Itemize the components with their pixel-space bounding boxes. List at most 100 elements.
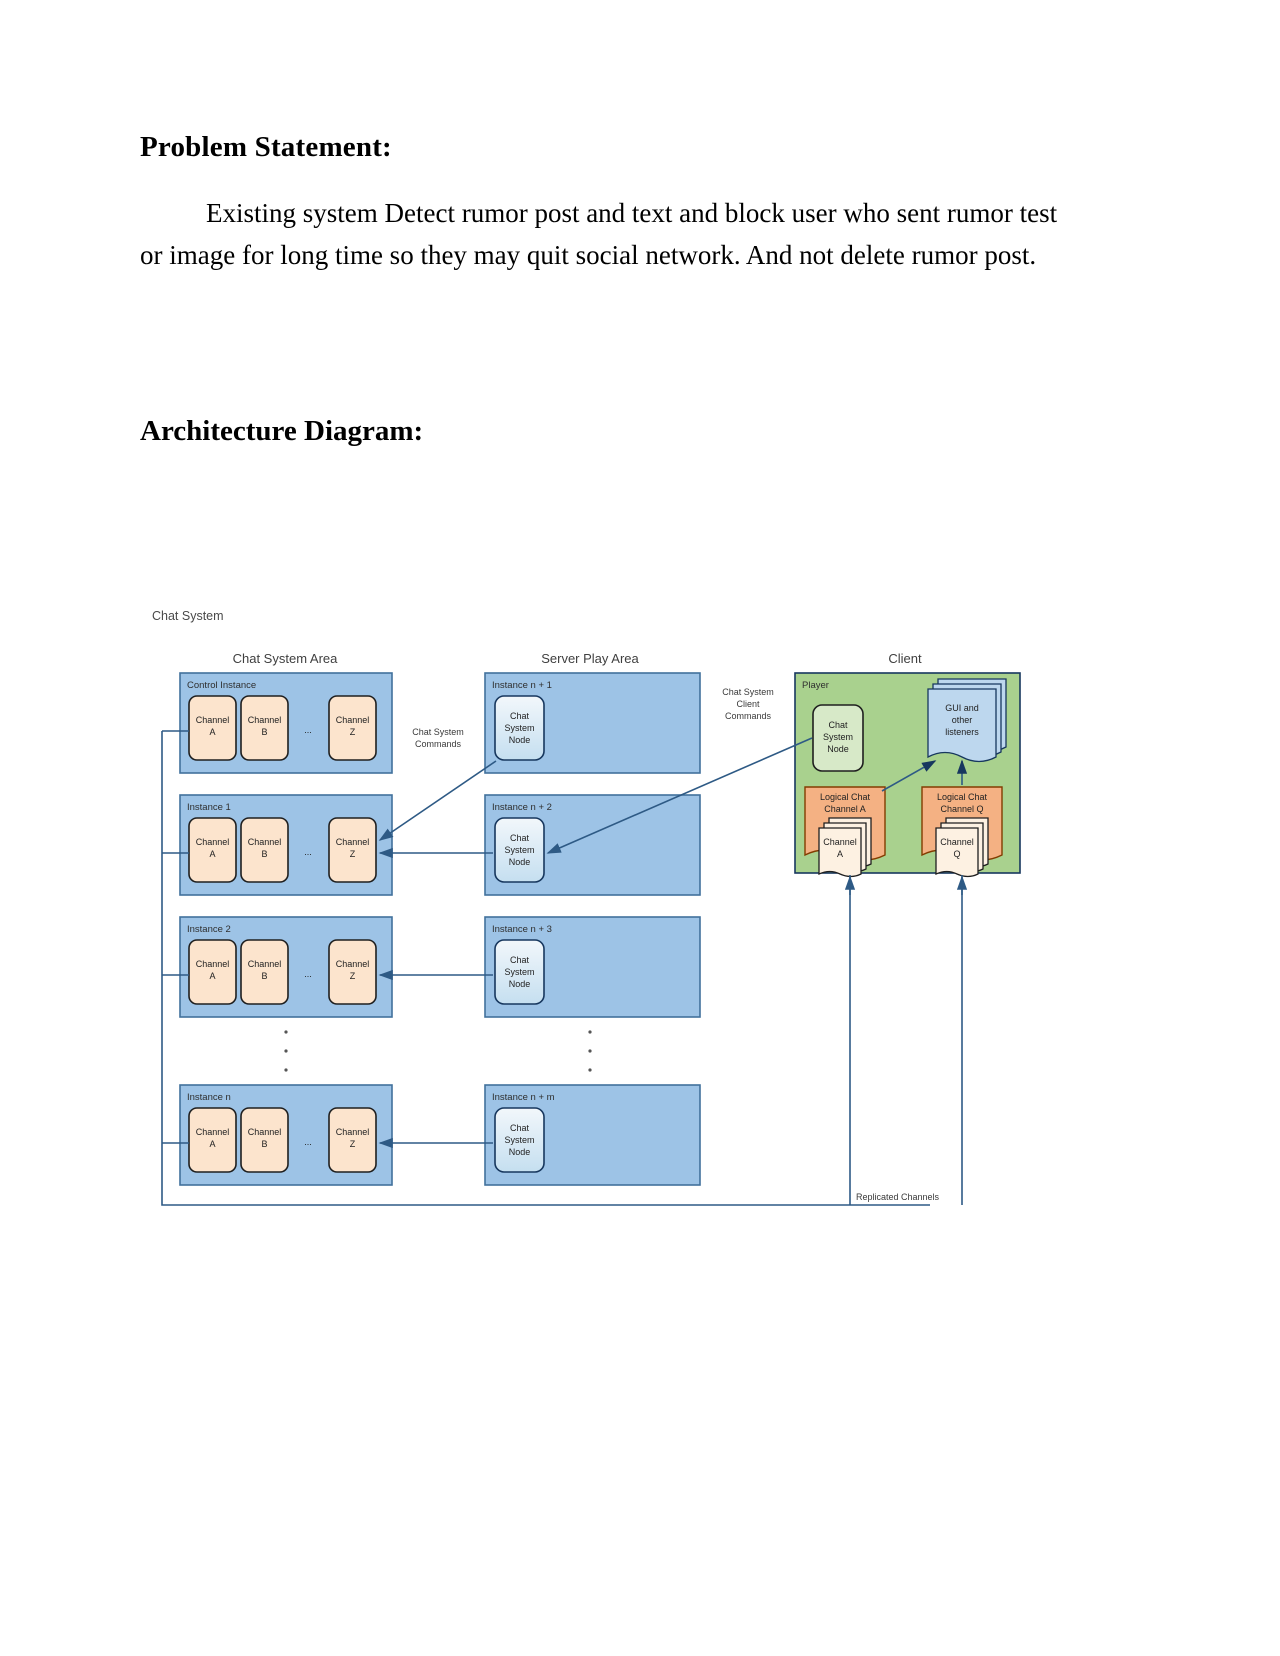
instance-title: Instance n [187,1092,231,1103]
logical-chat-channel-q: Logical Chat Channel Q Channel Q [921,786,1003,878]
replicated-channels-spine [161,731,930,1206]
column-title-chat-system-area: Chat System Area [233,651,339,666]
chat-system-node: Chat System Node [494,817,545,883]
instance-title: Instance n + 3 [492,924,552,935]
svg-text:other: other [952,715,973,725]
instance-title: Control Instance [187,680,256,691]
server-instance-n-plus-1: Instance n + 1 Chat System Node [484,672,701,774]
client-chat-system-node: Chat System Node [812,704,864,772]
svg-text:Channel Q: Channel Q [940,804,983,814]
chat-system-commands-label-line1: Chat System [412,727,464,737]
svg-text:Chat: Chat [510,1123,530,1133]
chat-system-node: Chat System Node [494,1107,545,1173]
svg-text:System: System [504,845,534,855]
svg-text:Chat: Chat [510,833,530,843]
svg-text:A: A [209,971,215,981]
svg-text:Q: Q [953,849,960,859]
channel-ellipsis: ... [304,1137,312,1147]
channel-ellipsis: ... [304,725,312,735]
svg-text:B: B [261,727,267,737]
problem-statement-paragraph: Existing system Detect rumor post and te… [140,193,1060,277]
svg-text:Z: Z [350,1139,356,1149]
svg-text:Node: Node [509,735,531,745]
channel-box-a: Channel A [188,1107,237,1173]
chat-system-node: Chat System Node [494,939,545,1005]
channel-box-z: Channel Z [328,939,377,1005]
svg-text:Chat: Chat [510,711,530,721]
problem-statement-text: Existing system Detect rumor post and te… [140,197,1058,270]
svg-text:Channel: Channel [248,837,282,847]
svg-text:Logical Chat: Logical Chat [820,792,871,802]
svg-text:Channel: Channel [940,837,974,847]
column-title-server-play-area: Server Play Area [541,651,639,666]
instance-title: Instance 2 [187,924,231,935]
svg-text:Channel: Channel [248,1127,282,1137]
svg-text:Channel: Channel [196,1127,230,1137]
channel-box-b: Channel B [240,817,289,883]
arrow-node-n1-to-instance1 [378,760,497,841]
svg-text:Node: Node [509,857,531,867]
svg-text:System: System [823,732,853,742]
svg-text:Node: Node [827,744,849,754]
chat-system-client-commands-label-line2: Client [736,699,760,709]
svg-text:Channel A: Channel A [824,804,866,814]
channel-box-a: Channel A [188,695,237,761]
svg-text:Z: Z [350,971,356,981]
channel-box-z: Channel Z [328,1107,377,1173]
svg-text:A: A [837,849,843,859]
svg-text:System: System [504,967,534,977]
column-title-client: Client [888,651,922,666]
svg-text:Z: Z [350,727,356,737]
svg-text:B: B [261,849,267,859]
arrow-logical-a-to-gui [881,760,937,792]
channel-box-a: Channel A [188,817,237,883]
svg-text:System: System [504,723,534,733]
svg-text:Channel: Channel [196,959,230,969]
replicated-channels-label: Replicated Channels [856,1192,940,1202]
instance-title: Instance 1 [187,802,231,813]
channel-box-a: Channel A [188,939,237,1005]
svg-text:Channel: Channel [336,715,370,725]
vertical-ellipsis-left [284,1030,288,1072]
diagram-outer-label: Chat System [152,609,224,623]
chat-system-node: Chat System Node [494,695,545,761]
instance-2: Instance 2 Channel A Channel B ... Chann… [179,916,393,1018]
gui-and-other-listeners-stack: GUI and other listeners [927,678,1007,763]
instance-title: Instance n + 2 [492,802,552,813]
svg-text:Z: Z [350,849,356,859]
arrow-client-node-to-server-n2 [546,737,813,854]
client-player-container: Player Chat System Node GUI and other li… [794,672,1021,878]
svg-text:Chat: Chat [828,720,848,730]
server-instance-n-plus-3: Instance n + 3 Chat System Node [484,916,701,1018]
instance-title: Instance n + m [492,1092,555,1103]
channel-box-b: Channel B [240,939,289,1005]
channel-box-z: Channel Z [328,695,377,761]
svg-text:Channel: Channel [248,959,282,969]
channel-ellipsis: ... [304,969,312,979]
instance-1: Instance 1 Channel A Channel B ... Chann… [179,794,393,896]
svg-text:B: B [261,1139,267,1149]
channel-box-z: Channel Z [328,817,377,883]
svg-text:Node: Node [509,1147,531,1157]
chat-system-client-commands-label-line3: Commands [725,711,772,721]
svg-text:listeners: listeners [945,727,979,737]
svg-text:A: A [209,849,215,859]
svg-text:GUI and: GUI and [945,703,979,713]
svg-text:Channel: Channel [336,959,370,969]
channel-box-b: Channel B [240,1107,289,1173]
player-title: Player [802,680,829,691]
instance-n: Instance n Channel A Channel B ... Chann… [179,1084,393,1186]
svg-text:Chat: Chat [510,955,530,965]
svg-text:Logical Chat: Logical Chat [937,792,988,802]
svg-text:Channel: Channel [336,1127,370,1137]
server-instance-n-plus-2: Instance n + 2 Chat System Node [484,794,701,896]
document-text-block: Problem Statement: Existing system Detec… [140,130,1060,276]
svg-text:A: A [209,1139,215,1149]
page-title-problem-statement: Problem Statement: [140,131,392,163]
svg-text:A: A [209,727,215,737]
page-title-architecture-diagram: Architecture Diagram: [140,415,424,447]
svg-text:Channel: Channel [196,715,230,725]
chat-system-commands-label-line2: Commands [415,739,462,749]
svg-text:Channel: Channel [336,837,370,847]
chat-system-client-commands-label-line1: Chat System [722,687,774,697]
